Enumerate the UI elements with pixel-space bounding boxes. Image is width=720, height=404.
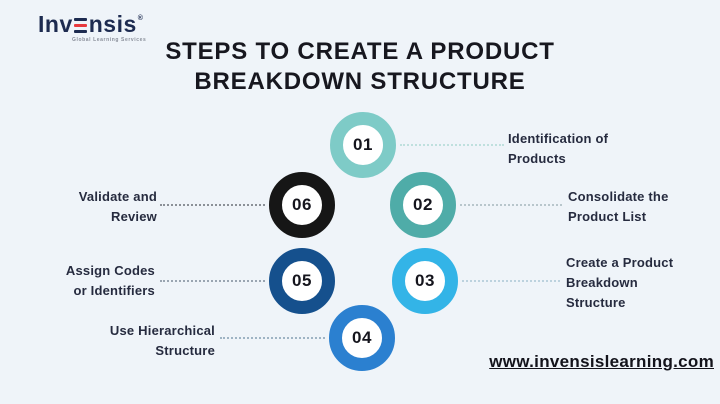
page-title: STEPS TO CREATE A PRODUCT BREAKDOWN STRU… [0, 37, 720, 97]
step-number-04: 04 [352, 328, 372, 347]
invensis-logo-wordmark: Inv nsis ® [38, 13, 146, 36]
step-circle-03: 03 [392, 248, 458, 314]
step-label-04: Use Hierarchical Structure [109, 323, 215, 359]
page-title-line2: BREAKDOWN STRUCTURE [194, 68, 526, 95]
step-number-06: 06 [292, 195, 312, 214]
step-number-02: 02 [413, 195, 433, 214]
invensis-logo: Inv nsis ® Global Learning Services [38, 13, 146, 43]
step-connector-04 [220, 337, 325, 339]
step-circle-05: 05 [269, 248, 335, 314]
step-connector-01 [400, 144, 504, 146]
website-link[interactable]: www.invensislearning.com [489, 352, 714, 371]
step-label-01: Identification of Products [508, 131, 609, 167]
step-label-02: Consolidate the Product List [568, 189, 669, 225]
step-label-03: Create a Product Breakdown Structure [566, 255, 674, 311]
logo-text-suffix: nsis [88, 11, 137, 37]
step-connector-05 [160, 280, 265, 282]
step-circle-01: 01 [330, 112, 396, 178]
step-label-06: Validate and Review [78, 189, 157, 225]
step-connector-06 [160, 204, 265, 206]
logo-tagline: Global Learning Services [72, 37, 147, 43]
step-circle-06: 06 [269, 172, 335, 238]
logo-e-bars-icon [74, 16, 88, 33]
logo-text-prefix: Inv [38, 11, 73, 37]
step-label-05: Assign Codes or Identifiers [65, 263, 155, 299]
step-connector-02 [460, 204, 562, 206]
step-circle-02: 02 [390, 172, 456, 238]
step-circle-04: 04 [329, 305, 395, 371]
step-connector-03 [462, 280, 560, 282]
page-title-line1: STEPS TO CREATE A PRODUCT [165, 38, 555, 65]
registered-mark: ® [137, 15, 144, 22]
step-number-01: 01 [353, 135, 373, 154]
step-number-03: 03 [415, 271, 435, 290]
step-number-05: 05 [292, 271, 312, 290]
